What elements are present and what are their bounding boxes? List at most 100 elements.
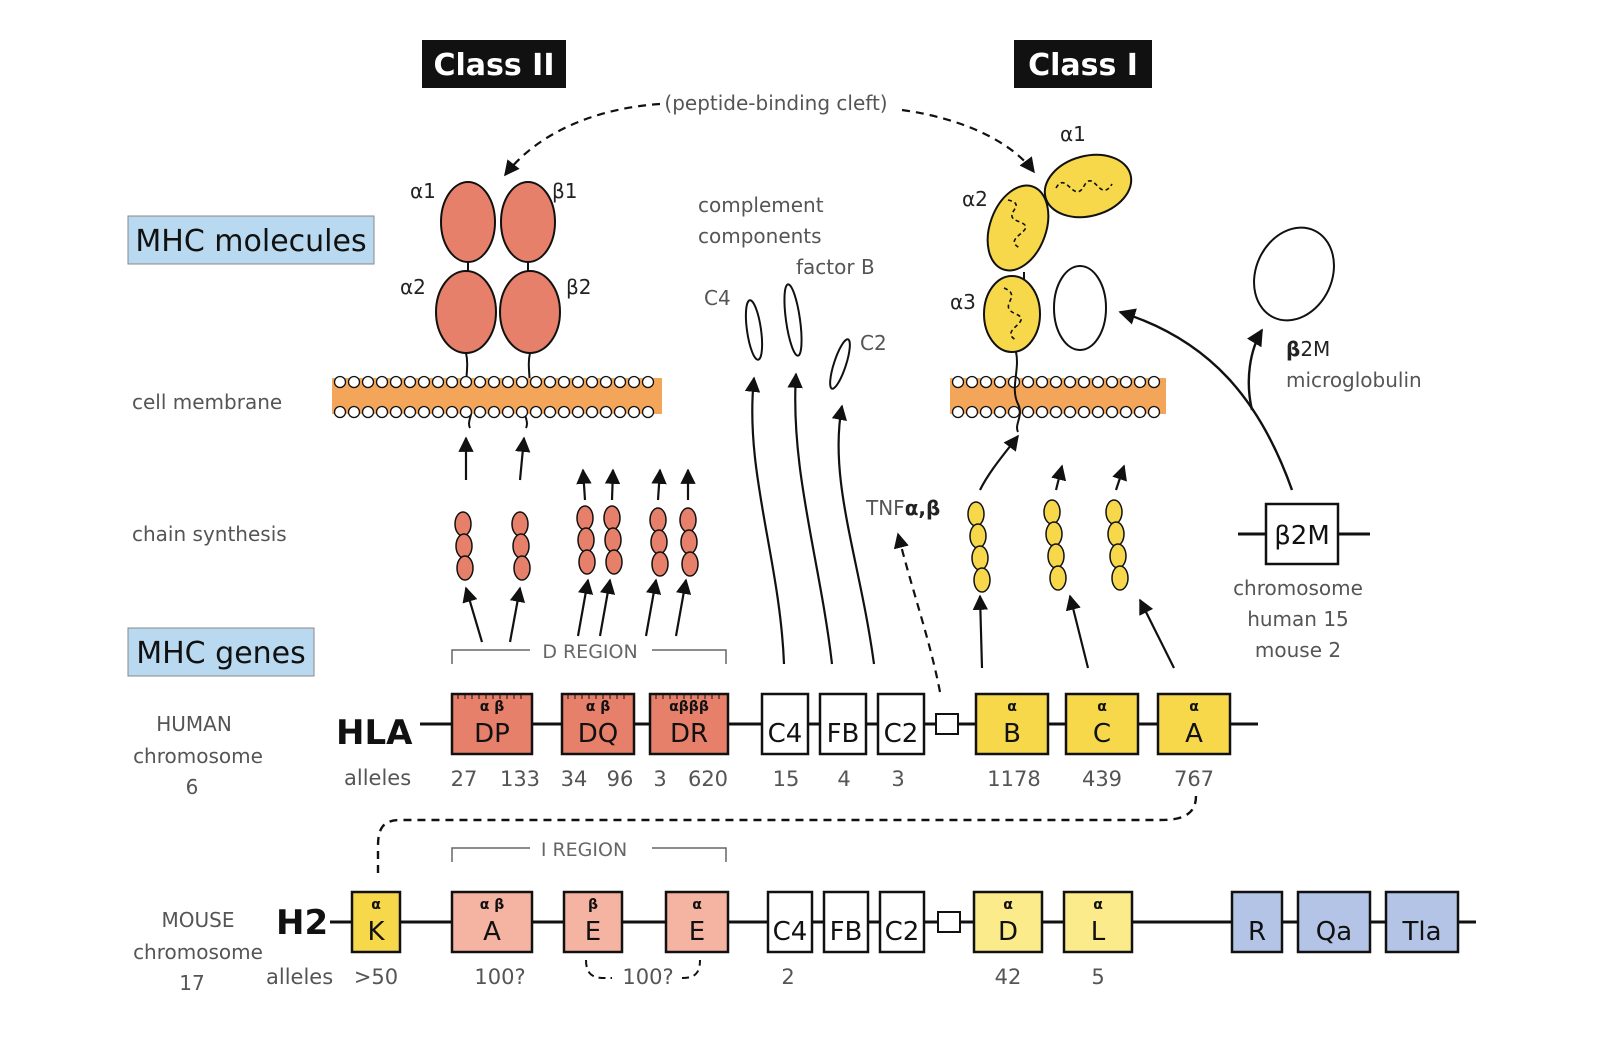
gene-c: αC: [1064, 692, 1140, 756]
gene-name: FB: [830, 917, 863, 947]
chain-bead: [578, 549, 596, 575]
synthesis-arrow: [1065, 594, 1090, 669]
synthesis-arrow: [1139, 598, 1175, 669]
allele-count: 96: [607, 767, 634, 791]
class2-alpha2-label: α2: [400, 275, 426, 299]
allele-count: 2: [781, 965, 794, 989]
gene-name: E: [689, 917, 705, 947]
lipid-head: [641, 405, 655, 419]
lipid-head: [1147, 375, 1161, 389]
c2-protein: [829, 338, 851, 390]
d-region-bracket: D REGION: [451, 641, 727, 664]
b2m-gene-label: β2M: [1274, 521, 1330, 551]
allele-count: 100?: [622, 965, 673, 989]
lipid-head: [613, 405, 627, 419]
lipid-head: [1133, 405, 1147, 419]
class1-alpha3-label: α3: [950, 290, 976, 314]
lipid-head: [375, 375, 389, 389]
lipid-head: [1133, 375, 1147, 389]
allele-count: 1178: [987, 767, 1040, 791]
b2m-molecule: [1253, 226, 1335, 322]
chain-bead: [455, 533, 473, 559]
lipid-head: [417, 405, 431, 419]
mouse-e-allele-bracket: [585, 959, 701, 980]
gene-fb: FB: [818, 692, 868, 756]
lipid-head: [641, 375, 655, 389]
synthesis-arrow: [674, 578, 692, 637]
lipid-head: [557, 375, 571, 389]
b2m-molecule-label-1: β2M: [1286, 337, 1330, 361]
gene-name: R: [1248, 917, 1266, 947]
gene-chain-label: α: [1003, 897, 1013, 913]
lipid-head: [1105, 405, 1119, 419]
gene-chain-label: α: [1093, 897, 1103, 913]
lipid-head: [501, 405, 515, 419]
mouse-chromosome-number: 17: [179, 971, 204, 995]
chain-bead: [1045, 521, 1063, 547]
gene-name: FB: [827, 719, 860, 749]
synthesis-arrow: [644, 578, 662, 637]
lipid-head: [389, 375, 403, 389]
gene-name: C: [1093, 719, 1111, 749]
lipid-head: [599, 375, 613, 389]
mouse-label: MOUSE: [162, 908, 235, 932]
synthesis-arrow: [598, 578, 616, 637]
lipid-head: [361, 375, 375, 389]
lipid-head: [993, 375, 1007, 389]
lipid-head: [627, 375, 641, 389]
lipid-head: [361, 405, 375, 419]
lipid-head: [1119, 405, 1133, 419]
allele-count: 3: [653, 767, 666, 791]
lipid-head: [445, 405, 459, 419]
lipid-head: [487, 375, 501, 389]
chain-bead: [577, 527, 595, 553]
lipid-head: [993, 405, 1007, 419]
lipid-head: [347, 375, 361, 389]
synthesis-arrow: [1051, 464, 1067, 491]
lipid-head: [1091, 375, 1105, 389]
gene-chain-label: α: [692, 897, 702, 913]
human-label: HUMAN: [156, 712, 232, 736]
synthesis-arrow: [651, 468, 667, 501]
d-region-label: D REGION: [542, 641, 637, 663]
lipid-head: [543, 405, 557, 419]
chain-bead: [604, 527, 622, 553]
b2m-molecule-label-2: microglobulin: [1286, 368, 1422, 392]
class1-header-text: Class I: [1028, 48, 1138, 83]
human-alleles-label: alleles: [344, 766, 411, 790]
lipid-head: [375, 405, 389, 419]
factor-b-protein: [783, 283, 803, 357]
chain-bead: [649, 507, 667, 533]
gene-chain-label: β: [588, 897, 598, 913]
chain-bead: [511, 511, 529, 537]
lipid-head: [979, 405, 993, 419]
lipid-head: [529, 405, 543, 419]
lipid-head: [1077, 375, 1091, 389]
chain-bead: [1043, 499, 1061, 525]
i-region-label: I REGION: [541, 839, 627, 861]
allele-count: 4: [837, 767, 850, 791]
gene-name: L: [1091, 917, 1106, 947]
gene-chain-arrows: [462, 464, 1175, 669]
allele-count: 34: [561, 767, 588, 791]
gene-k: αK: [350, 890, 402, 954]
gene-name: Tla: [1401, 917, 1441, 947]
allele-count: 27: [451, 767, 478, 791]
allele-count: 133: [500, 767, 540, 791]
lipid-head: [1049, 375, 1063, 389]
lipid-head: [389, 405, 403, 419]
lipid-head: [1119, 375, 1133, 389]
lipid-head: [557, 405, 571, 419]
lipid-head: [1021, 405, 1035, 419]
gene-c2: C2: [878, 890, 926, 954]
lipid-head: [627, 405, 641, 419]
tnf-gene-box: [937, 911, 961, 933]
allele-count: 439: [1082, 767, 1122, 791]
class2-membrane: [332, 375, 662, 419]
gene-c4: C4: [766, 890, 814, 954]
mouse-chromosome-label: chromosome: [133, 940, 263, 964]
human-mouse-connector: [376, 795, 1198, 876]
chain-bead: [681, 551, 699, 577]
gene-a: αA: [1156, 692, 1232, 756]
